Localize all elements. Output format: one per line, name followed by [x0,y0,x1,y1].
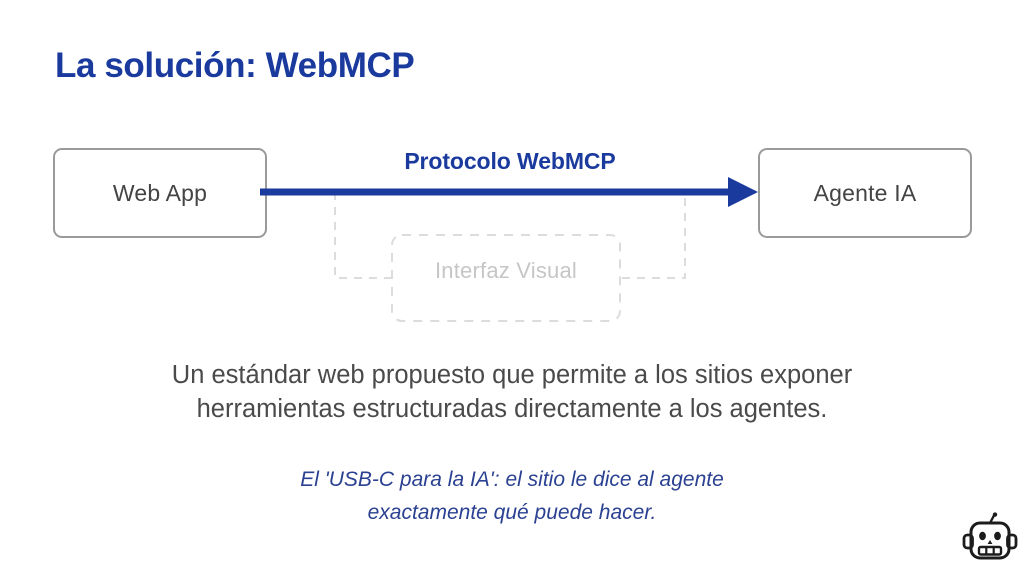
connector-arrow-icon [260,177,758,207]
description-line-2: herramientas estructuradas directamente … [196,395,828,423]
node-agente-ia[interactable]: Agente IA [758,148,972,238]
robot-icon [962,512,1018,560]
visual-interface-label: Interfaz Visual [434,258,577,283]
node-agente-ia-label: Agente IA [813,179,917,206]
quote-line-2: exactamente qué puede hacer. [367,501,657,524]
page-title: La solución: WebMCP [55,46,415,85]
quote-text: El 'USB-C para la IA': el sitio le dice … [162,463,862,529]
node-web-app-label: Web App [112,179,208,206]
node-web-app[interactable]: Web App [53,148,267,238]
description-line-1: Un estándar web propuesto que permite a … [171,361,853,389]
description-text: Un estándar web propuesto que permite a … [62,358,962,426]
visual-interface-dashed-path [334,192,686,322]
quote-line-1: El 'USB-C para la IA': el sitio le dice … [300,468,724,491]
connector-label-protocolo-webmcp: Protocolo WebMCP [404,148,616,174]
flow-diagram: Interfaz Visual Web App Agente IA Protoc… [53,148,972,322]
